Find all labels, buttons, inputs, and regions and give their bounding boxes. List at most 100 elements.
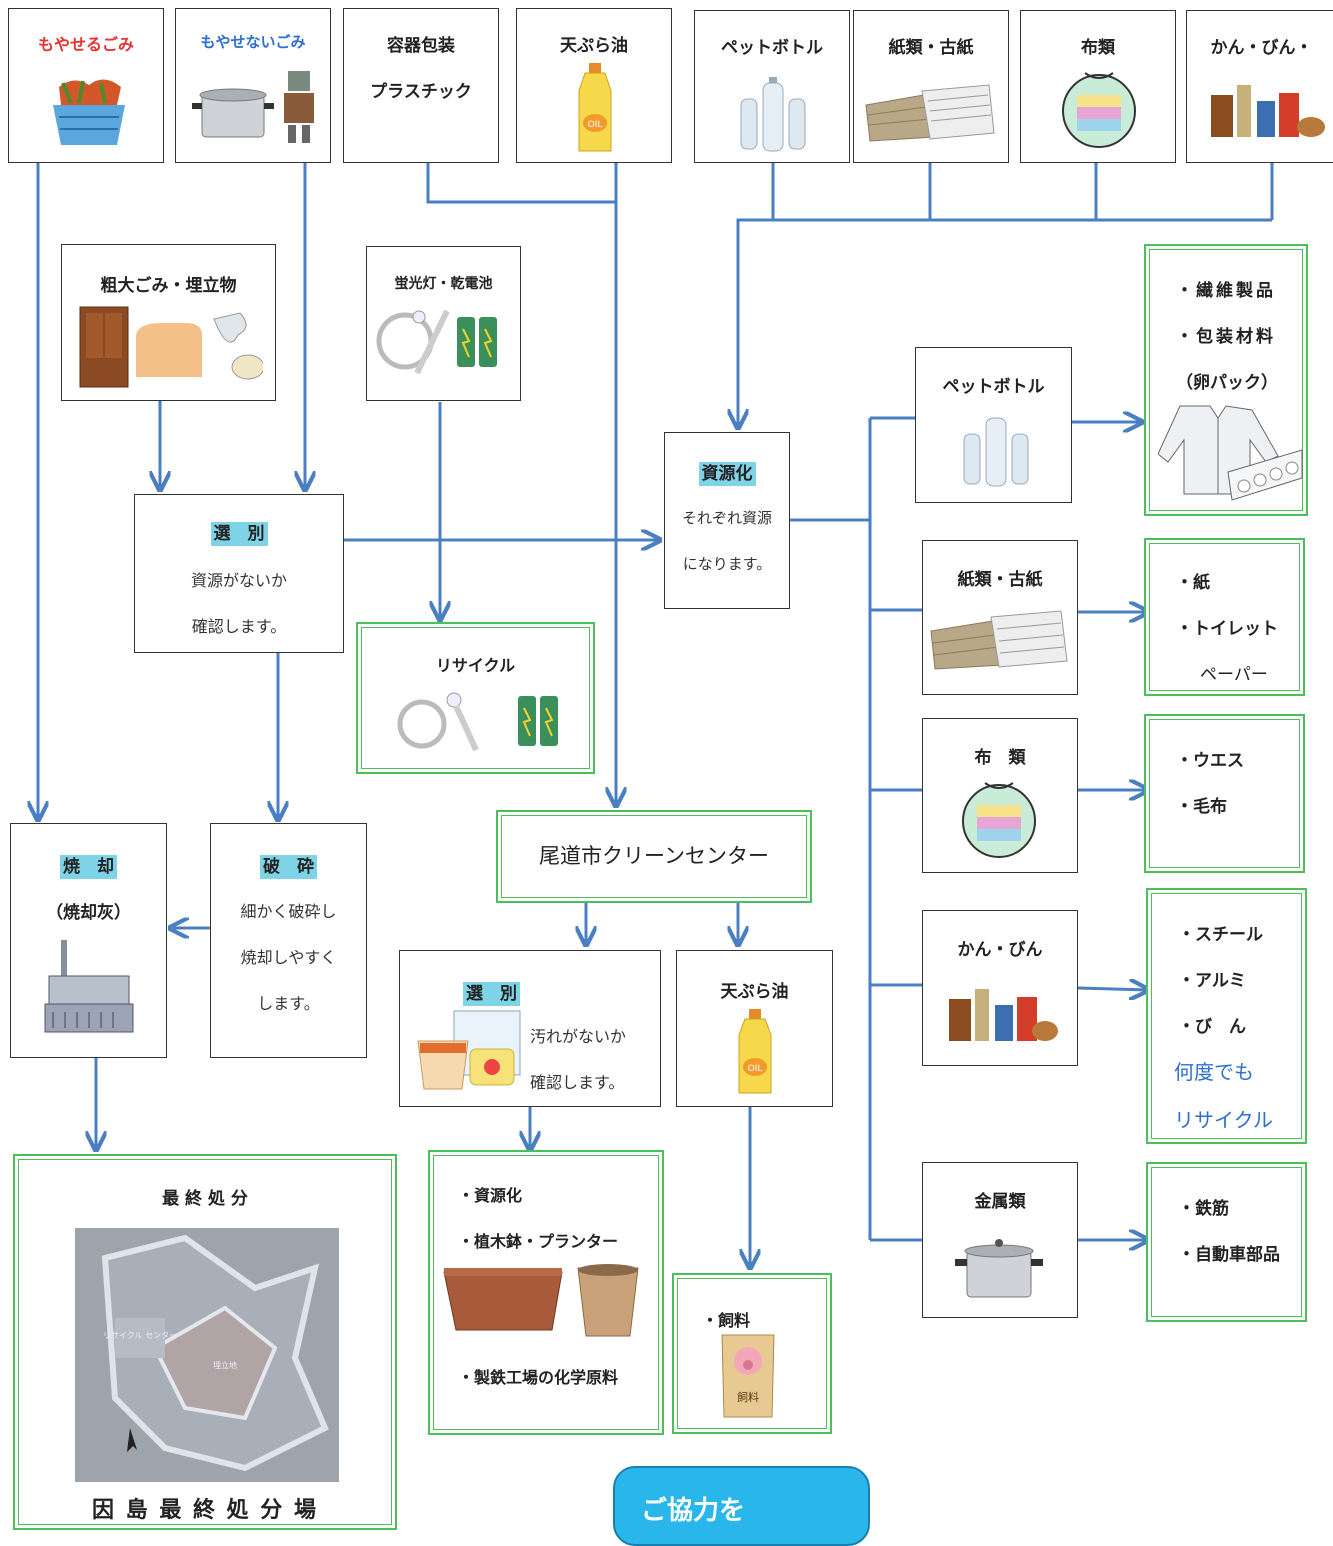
category-pet-label: ペットボトル — [942, 377, 1045, 397]
pet-output-3: （卵パック） — [1176, 373, 1278, 393]
crush-line2: 焼却しやすく — [240, 948, 337, 967]
sorting2-title: 選 別 — [463, 982, 520, 1006]
map-recycle-label: リサイクル センター — [103, 1331, 177, 1340]
newspaper-icon — [865, 84, 995, 142]
node-resource: 資源化 それぞれ資源 になります。 — [664, 432, 790, 609]
category-cans-label: かん・びん — [957, 940, 1043, 960]
sorting-line1: 資源がないか — [190, 571, 287, 590]
incinerator-icon — [44, 940, 134, 1033]
cans-bottles-icon — [1211, 85, 1325, 137]
paper-output-2: ・トイレット — [1176, 619, 1278, 639]
metal-output-1: ・鉄筋 — [1178, 1199, 1229, 1219]
nonburnable-label: もやせないごみ — [200, 33, 306, 51]
tempura2-label: 天ぷら油 — [720, 982, 789, 1002]
category-pet: ペットボトル — [915, 347, 1072, 503]
newspaper-icon — [930, 610, 1068, 670]
node-final-disposal: 最 終 処 分 リサイクル センター 埋立地 因 島 最 終 処 分 場 — [13, 1154, 397, 1530]
category-paper: 紙類・古紙 — [922, 540, 1078, 695]
planter-pot-icon — [443, 1264, 639, 1337]
arrow-can-output — [1077, 988, 1148, 990]
recycle-label: リサイクル — [435, 656, 516, 675]
plastic-label-1: 容器包装 — [387, 36, 455, 56]
category-cans: かん・びん — [922, 910, 1078, 1066]
basket-icon — [53, 79, 125, 145]
map-landfill-label: 埋立地 — [213, 1360, 237, 1370]
pet-output-2: ・包装材料 — [1176, 327, 1276, 347]
node-cloth: 布類 — [1020, 10, 1176, 163]
cloth-bundle-icon — [962, 782, 1036, 858]
jacket-egg-pack-icon — [1158, 405, 1303, 501]
node-sorting: 選 別 資源がないか 確認します。 — [134, 494, 344, 653]
node-tempura-oil: 天ぷら油 OIL — [516, 8, 672, 163]
final-place: 因 島 最 終 処 分 場 — [92, 1498, 318, 1523]
pot-icon — [955, 1239, 1043, 1298]
node-tempura-oil-2: 天ぷら油 OIL — [676, 950, 833, 1107]
feed-bag-text: 飼料 — [737, 1390, 759, 1404]
lamp-battery-label: 蛍光灯・乾電池 — [394, 276, 493, 292]
cans-bottles-icon — [949, 989, 1058, 1041]
node-crush: 破 砕 細かく破砕し 焼却しやすく します。 — [210, 823, 367, 1058]
node-clean-center: 尾道市クリーンセンター — [496, 810, 812, 903]
node-nonburnable: もやせないごみ — [175, 8, 331, 163]
lamp-battery-icon — [397, 692, 558, 752]
plastic-output-1: ・資源化 — [458, 1186, 523, 1205]
sorting-line2: 確認します。 — [191, 617, 287, 636]
arrow-resources-to-shigenka — [738, 218, 1272, 428]
feed-bag-icon: 飼料 — [721, 1334, 775, 1418]
line-plastic-merge — [426, 163, 616, 204]
cooperation-button-label: ご協力を — [641, 1496, 746, 1526]
node-pet: ペットボトル — [694, 10, 850, 163]
svg-text:OIL: OIL — [748, 1064, 763, 1074]
cans-label: かん・びん・ — [1210, 38, 1313, 58]
paper-output-3: ペーパー — [1200, 665, 1268, 685]
final-title: 最 終 処 分 — [162, 1189, 248, 1209]
pet-output-1: ・繊維製品 — [1176, 281, 1276, 301]
category-cloth: 布 類 — [922, 718, 1078, 873]
resource-line2: になります。 — [682, 555, 772, 573]
paper-label: 紙類・古紙 — [888, 38, 974, 58]
pet-bottles-icon — [740, 77, 806, 152]
bulky-label: 粗大ごみ・埋立物 — [100, 276, 237, 296]
output-metal: ・鉄筋 ・自動車部品 — [1146, 1162, 1307, 1322]
node-cans: かん・びん・ — [1186, 10, 1333, 163]
food-container-icon — [417, 1010, 521, 1090]
landfill-map-image: リサイクル センター 埋立地 — [75, 1228, 339, 1482]
furniture-icon — [79, 306, 263, 388]
crush-line3: します。 — [257, 994, 320, 1013]
output-paper: ・紙 ・トイレット ペーパー — [1144, 538, 1305, 696]
pet-bottles-icon — [963, 417, 1029, 487]
oil-bottle-icon: OIL — [738, 1009, 772, 1094]
plastic-output-3: ・製鉄工場の化学原料 — [458, 1368, 619, 1387]
node-bulky: 粗大ごみ・埋立物 — [61, 244, 276, 401]
cloth-label: 布類 — [1081, 38, 1115, 58]
node-recycle: リサイクル — [356, 622, 595, 774]
cooperation-button[interactable]: ご協力を — [613, 1466, 870, 1546]
cloth-output-2: ・毛布 — [1176, 797, 1227, 817]
burnable-label: もやせるごみ — [37, 35, 134, 54]
category-paper-label: 紙類・古紙 — [957, 570, 1043, 590]
sorting2-line1: 汚れがないか — [530, 1027, 627, 1046]
plastic-label-2: プラスチック — [370, 82, 472, 102]
can-output-2: ・アルミ — [1178, 971, 1246, 991]
node-plastic: 容器包装 プラスチック — [343, 8, 499, 163]
resource-title: 資源化 — [698, 462, 756, 486]
plastic-output-2: ・植木鉢・プランター — [458, 1232, 619, 1251]
output-cans: ・スチール ・アルミ ・び ん 何度でも リサイクル — [1146, 888, 1307, 1144]
incineration-title: 焼 却 — [60, 855, 117, 879]
sorting-title: 選 別 — [210, 522, 268, 546]
node-lamp-battery: 蛍光灯・乾電池 — [366, 246, 521, 401]
svg-text:OIL: OIL — [588, 120, 603, 130]
category-cloth-label: 布 類 — [974, 748, 1026, 768]
incineration-sub: （焼却灰） — [46, 903, 131, 923]
output-pet: ・繊維製品 ・包装材料 （卵パック） — [1144, 244, 1308, 516]
cloth-bundle-icon — [1062, 72, 1136, 148]
crush-line1: 細かく破砕し — [240, 902, 337, 921]
pet-label: ペットボトル — [721, 38, 823, 58]
feed-label: ・飼料 — [702, 1311, 751, 1330]
oil-bottle-icon: OIL — [578, 63, 612, 152]
node-burnable: もやせるごみ — [8, 8, 164, 163]
can-note-1: 何度でも — [1174, 1060, 1254, 1084]
category-metal-label: 金属類 — [974, 1192, 1026, 1212]
tempura-label: 天ぷら油 — [560, 36, 628, 56]
